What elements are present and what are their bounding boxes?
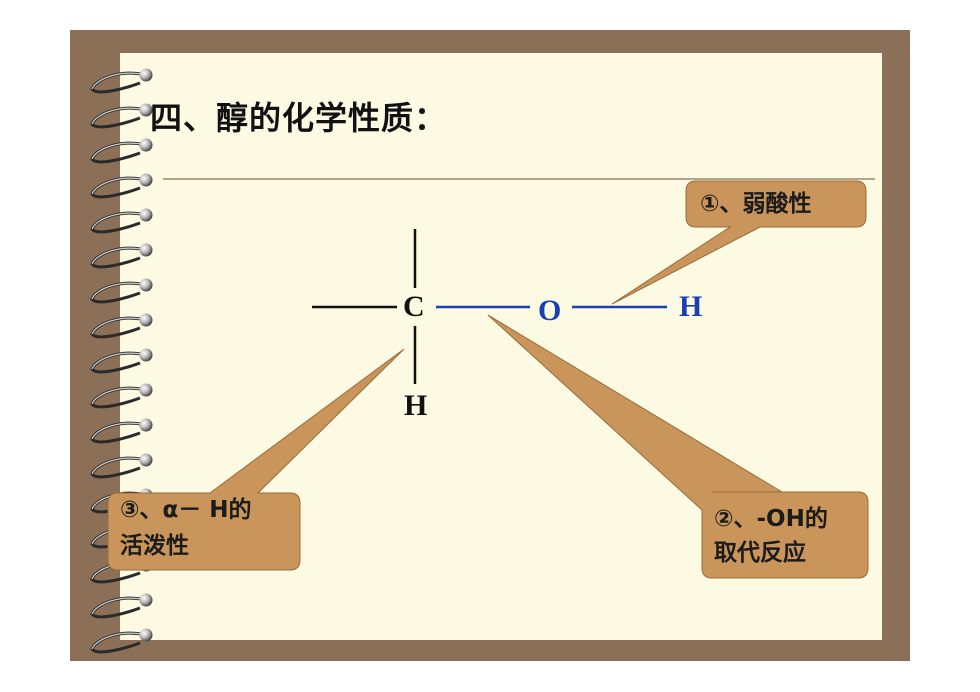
atom-oxygen: O — [538, 294, 562, 327]
page-title: 四、醇的化学性质： — [150, 99, 448, 137]
spiral-ring — [90, 103, 153, 129]
atom-hydroxyl-hydrogen: H — [679, 290, 703, 323]
callout-oh-line1: ②、-OH的 — [714, 506, 828, 532]
callout-alpha-h — [107, 348, 405, 571]
spiral-ring — [90, 383, 153, 409]
spiral-ring — [90, 593, 153, 619]
callout-oh-line2: 取代反应 — [714, 540, 806, 566]
spiral-ring — [90, 243, 153, 269]
callout-alpha-line1: ③、α－ H的 — [120, 497, 252, 523]
spiral-ring — [90, 418, 153, 444]
callout-acidity — [611, 180, 867, 305]
atom-alpha-hydrogen: H — [404, 389, 428, 422]
spiral-binding — [90, 68, 153, 654]
callout-alpha-line2: 活泼性 — [120, 533, 189, 559]
spiral-ring — [90, 313, 153, 339]
callout-acidity-label: ①、弱酸性 — [700, 191, 812, 217]
atom-carbon: C — [403, 290, 425, 323]
spiral-ring — [90, 628, 153, 654]
spiral-ring — [90, 348, 153, 374]
callout-oh-substitution — [487, 314, 869, 579]
spiral-ring — [90, 68, 153, 94]
spiral-ring — [90, 453, 153, 479]
spiral-ring — [90, 173, 153, 199]
spiral-ring — [90, 278, 153, 304]
spiral-ring — [90, 138, 153, 164]
spiral-ring — [90, 208, 153, 234]
